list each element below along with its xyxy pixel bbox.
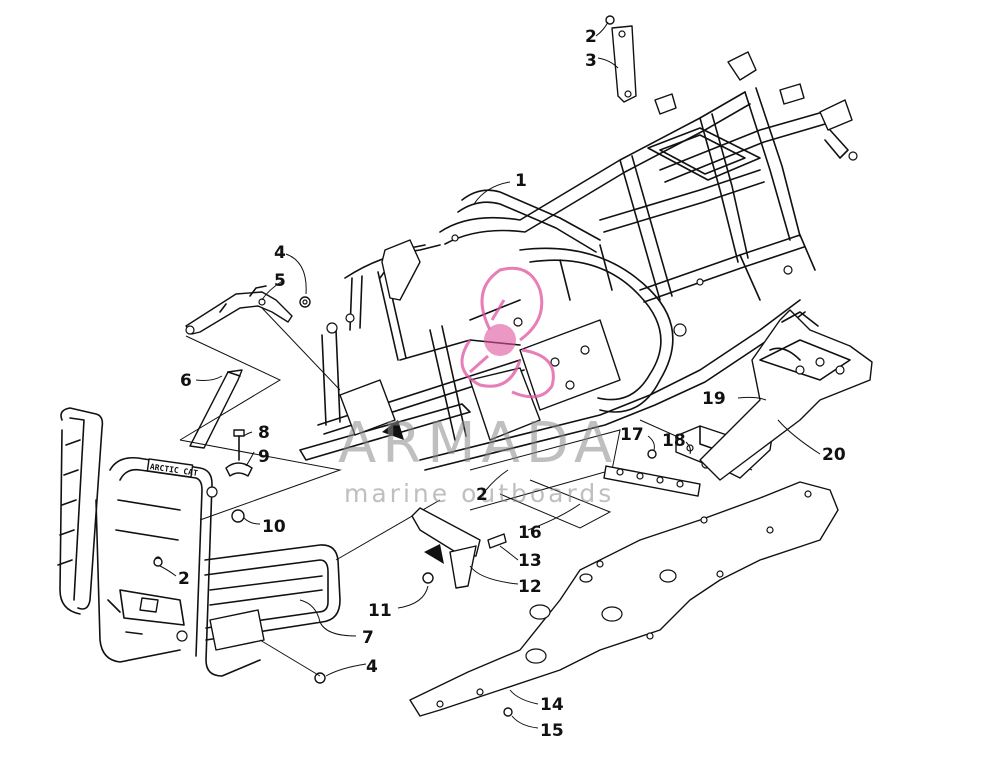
- skid-plate-14: [409, 481, 839, 717]
- nut-11: [422, 572, 434, 584]
- bolt-4-bottom: [314, 672, 326, 684]
- callout-13: 13: [518, 551, 542, 571]
- callout-16: 16: [518, 523, 542, 543]
- callout-12: 12: [518, 577, 542, 597]
- callout-6: 6: [180, 371, 192, 391]
- callout-11: 11: [368, 601, 392, 621]
- callout-2-top: 2: [585, 27, 597, 47]
- arrow-marker-upper: [382, 420, 404, 440]
- callout-5: 5: [274, 271, 286, 291]
- clamp-9: [225, 462, 253, 477]
- gusset-12: [411, 507, 481, 589]
- watermark-title: ARMADA: [338, 411, 618, 476]
- watermark-logo: [460, 266, 555, 399]
- bolt-4-top: [299, 296, 311, 308]
- callout-4-top: 4: [274, 243, 286, 263]
- callout-3: 3: [585, 51, 597, 71]
- callout-14: 14: [540, 695, 564, 715]
- callout-9: 9: [258, 447, 270, 467]
- bolt-13: [487, 533, 507, 549]
- strap-3: [611, 25, 637, 103]
- bar-16: [603, 465, 701, 497]
- arrow-marker-lower: [424, 544, 444, 564]
- callout-7: 7: [362, 628, 374, 648]
- callout-17: 17: [620, 425, 644, 445]
- callout-1: 1: [515, 171, 527, 191]
- bracket-5: [185, 285, 293, 335]
- bracket-6: [189, 369, 243, 449]
- front-bumper: ARCTIC CAT: [57, 407, 341, 677]
- screw-15: [503, 707, 513, 717]
- callout-10: 10: [262, 517, 286, 537]
- callout-18: 18: [662, 431, 686, 451]
- bolt-2-bumper: [153, 557, 163, 567]
- leader-lines: [159, 21, 821, 729]
- watermark-subtitle: marine outboards: [344, 479, 614, 508]
- callout-20: 20: [822, 445, 846, 465]
- callout-2-frame: 2: [476, 485, 488, 505]
- bolt-8: [233, 429, 245, 461]
- callout-4-bottom: 4: [366, 657, 378, 677]
- callout-15: 15: [540, 721, 564, 741]
- callout-8: 8: [258, 423, 270, 443]
- callout-19: 19: [702, 389, 726, 409]
- bolt-17: [647, 449, 657, 459]
- callout-2-bumper: 2: [178, 569, 190, 589]
- nut-10: [231, 509, 245, 523]
- rear-rack-20: [699, 309, 873, 481]
